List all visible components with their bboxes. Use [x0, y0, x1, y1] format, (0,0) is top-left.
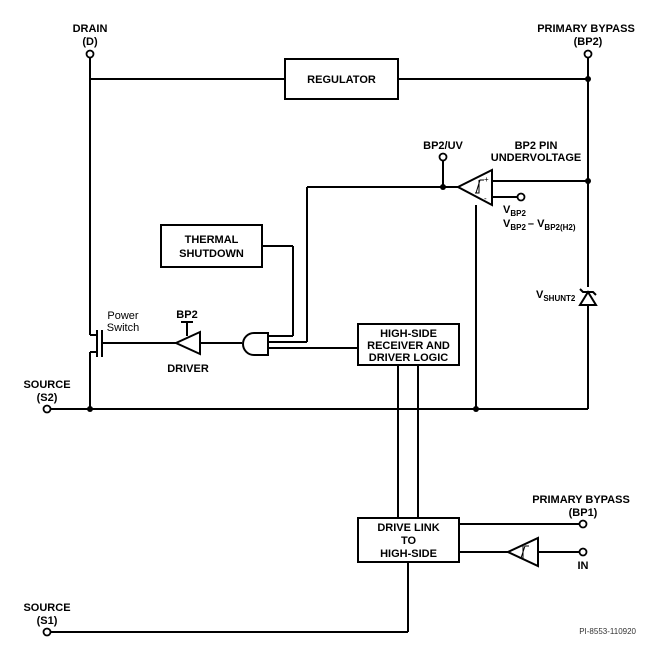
terminals — [42, 49, 593, 637]
primary-bypass-bp2-symbol: (BP2) — [574, 36, 603, 48]
svg-text:HIGH-SIDE: HIGH-SIDE — [380, 328, 437, 340]
and-gate — [242, 332, 269, 356]
bp2-pin-label: BP2 PIN — [515, 140, 558, 152]
svg-text:HIGH-SIDE: HIGH-SIDE — [380, 548, 437, 560]
undervoltage-label: UNDERVOLTAGE — [491, 152, 581, 164]
driver-label: DRIVER — [167, 363, 209, 375]
driver-supply-label: BP2 — [176, 309, 197, 321]
regulator-block: REGULATOR — [284, 58, 399, 100]
figure-reference: PI-8553-110920 — [579, 627, 636, 636]
power-switch-label-2: Switch — [107, 322, 139, 334]
source-s2-symbol: (S2) — [37, 392, 58, 404]
svg-text:RECEIVER AND: RECEIVER AND — [367, 340, 450, 352]
bp2uv-terminal — [438, 152, 448, 162]
thermal-shutdown-block: THERMAL SHUTDOWN — [160, 224, 263, 268]
hysteresis-icon — [519, 545, 529, 559]
svg-text:TO: TO — [401, 535, 417, 547]
bp2-uv-label: BP2/UV — [423, 140, 463, 152]
source-s1-label: SOURCE — [23, 602, 70, 614]
drive-link-block: DRIVE LINK TO HIGH-SIDE — [357, 517, 460, 563]
in-terminal — [578, 547, 588, 557]
drain-terminal — [85, 49, 95, 59]
svg-text:DRIVE LINK: DRIVE LINK — [377, 522, 439, 534]
primary-bypass-bp1-symbol: (BP1) — [569, 507, 598, 519]
primary-bypass-bp1-label: PRIMARY BYPASS — [532, 494, 630, 506]
source-s1-symbol: (S1) — [37, 615, 58, 627]
source-s2-terminal — [42, 404, 52, 414]
in-label: IN — [578, 560, 589, 572]
driver-buffer — [173, 330, 201, 356]
junction-dots — [87, 76, 591, 412]
bp1-terminal — [578, 519, 588, 529]
primary-bypass-bp2-label: PRIMARY BYPASS — [537, 23, 635, 35]
zener-diode — [578, 288, 598, 306]
drain-label: DRAIN — [73, 23, 108, 35]
in-schmitt-buffer — [505, 536, 539, 568]
svg-text:THERMAL: THERMAL — [185, 234, 239, 246]
vbp2-label: VBP2 — [503, 204, 526, 218]
vbp2-hysteresis-label: VBP2– VBP2(H2) — [503, 218, 576, 232]
power-switch-mosfet — [96, 330, 106, 357]
svg-text:DRIVER LOGIC: DRIVER LOGIC — [369, 352, 449, 364]
svg-text:SHUTDOWN: SHUTDOWN — [179, 248, 244, 260]
uv-comparator: + - — [455, 168, 493, 207]
source-s2-label: SOURCE — [23, 379, 70, 391]
vshunt2-label: VSHUNT2 — [536, 289, 576, 303]
vref-terminal — [516, 192, 526, 202]
svg-text:+: + — [484, 175, 489, 184]
power-switch-label: Power — [107, 310, 139, 322]
wires — [50, 57, 589, 633]
bp2-terminal — [583, 49, 593, 59]
source-s1-terminal — [42, 627, 52, 637]
high-side-receiver-block: HIGH-SIDE RECEIVER AND DRIVER LOGIC — [357, 323, 460, 366]
svg-text:-: - — [484, 194, 487, 203]
drain-symbol: (D) — [82, 36, 98, 48]
hysteresis-icon — [475, 179, 484, 194]
svg-text:REGULATOR: REGULATOR — [307, 74, 376, 86]
